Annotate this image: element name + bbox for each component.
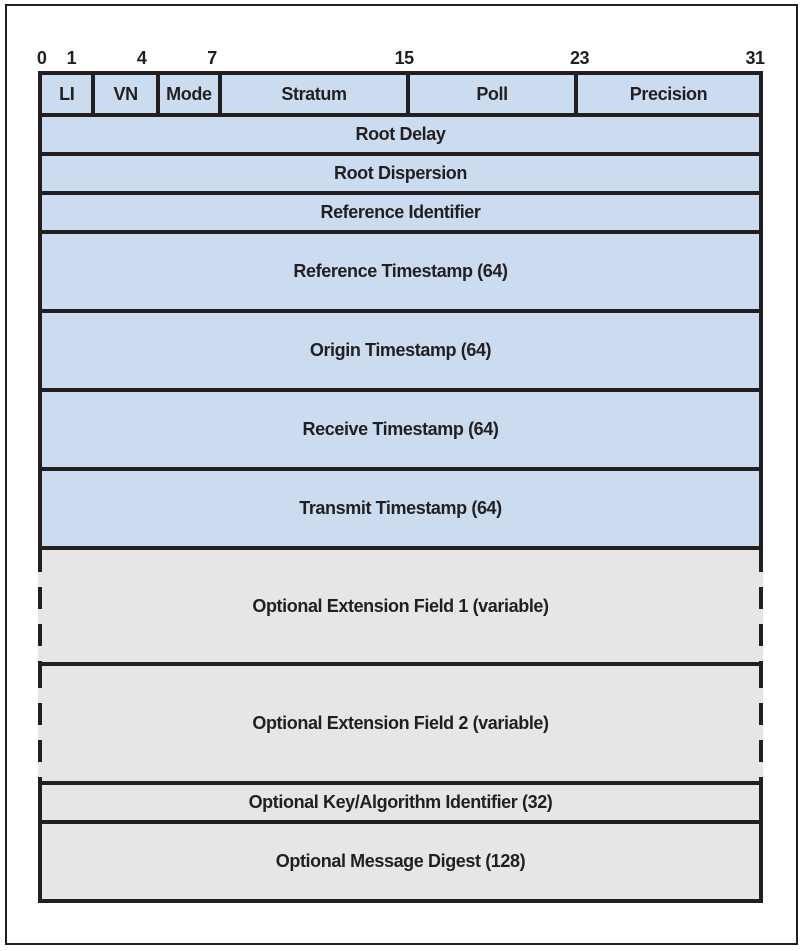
bit-label-1: 1 bbox=[66, 48, 77, 68]
row-root-delay: Root Delay bbox=[38, 113, 763, 152]
row-receive-timestamp: Receive Timestamp (64) bbox=[38, 388, 763, 467]
bit-label-15: 15 bbox=[394, 48, 415, 68]
bit-label-23: 23 bbox=[570, 48, 590, 68]
field-cell-vn: VN bbox=[95, 75, 160, 113]
field-cell-poll: Poll bbox=[410, 75, 579, 113]
row-optional-key-algorithm-identifier: Optional Key/Algorithm Identifier (32) bbox=[38, 781, 763, 820]
header-fields-row: LI VN Mode Stratum Poll Precision bbox=[38, 71, 763, 113]
row-reference-identifier: Reference Identifier bbox=[38, 191, 763, 230]
bit-position-ruler: 0 1 4 7 15 23 31 bbox=[36, 47, 766, 71]
bit-label-31: 31 bbox=[745, 48, 766, 68]
field-cell-mode: Mode bbox=[160, 75, 223, 113]
row-optional-message-digest: Optional Message Digest (128) bbox=[38, 820, 763, 903]
row-reference-timestamp: Reference Timestamp (64) bbox=[38, 230, 763, 309]
row-root-dispersion: Root Dispersion bbox=[38, 152, 763, 191]
bit-label-4: 4 bbox=[136, 48, 147, 68]
row-optional-extension-field-2: Optional Extension Field 2 (variable) bbox=[38, 662, 763, 781]
ntp-packet-format-diagram: 0 1 4 7 15 23 31 LI VN Mode Stratum Poll… bbox=[36, 47, 766, 903]
bit-label-7: 7 bbox=[207, 48, 217, 68]
field-cell-precision: Precision bbox=[629, 83, 708, 104]
field-cell-stratum: Stratum bbox=[222, 75, 410, 113]
bit-label-0: 0 bbox=[36, 48, 47, 68]
row-origin-timestamp: Origin Timestamp (64) bbox=[38, 309, 763, 388]
row-transmit-timestamp: Transmit Timestamp (64) bbox=[38, 467, 763, 546]
field-cell-li: LI bbox=[42, 75, 96, 113]
row-optional-extension-field-1: Optional Extension Field 1 (variable) bbox=[38, 546, 763, 662]
